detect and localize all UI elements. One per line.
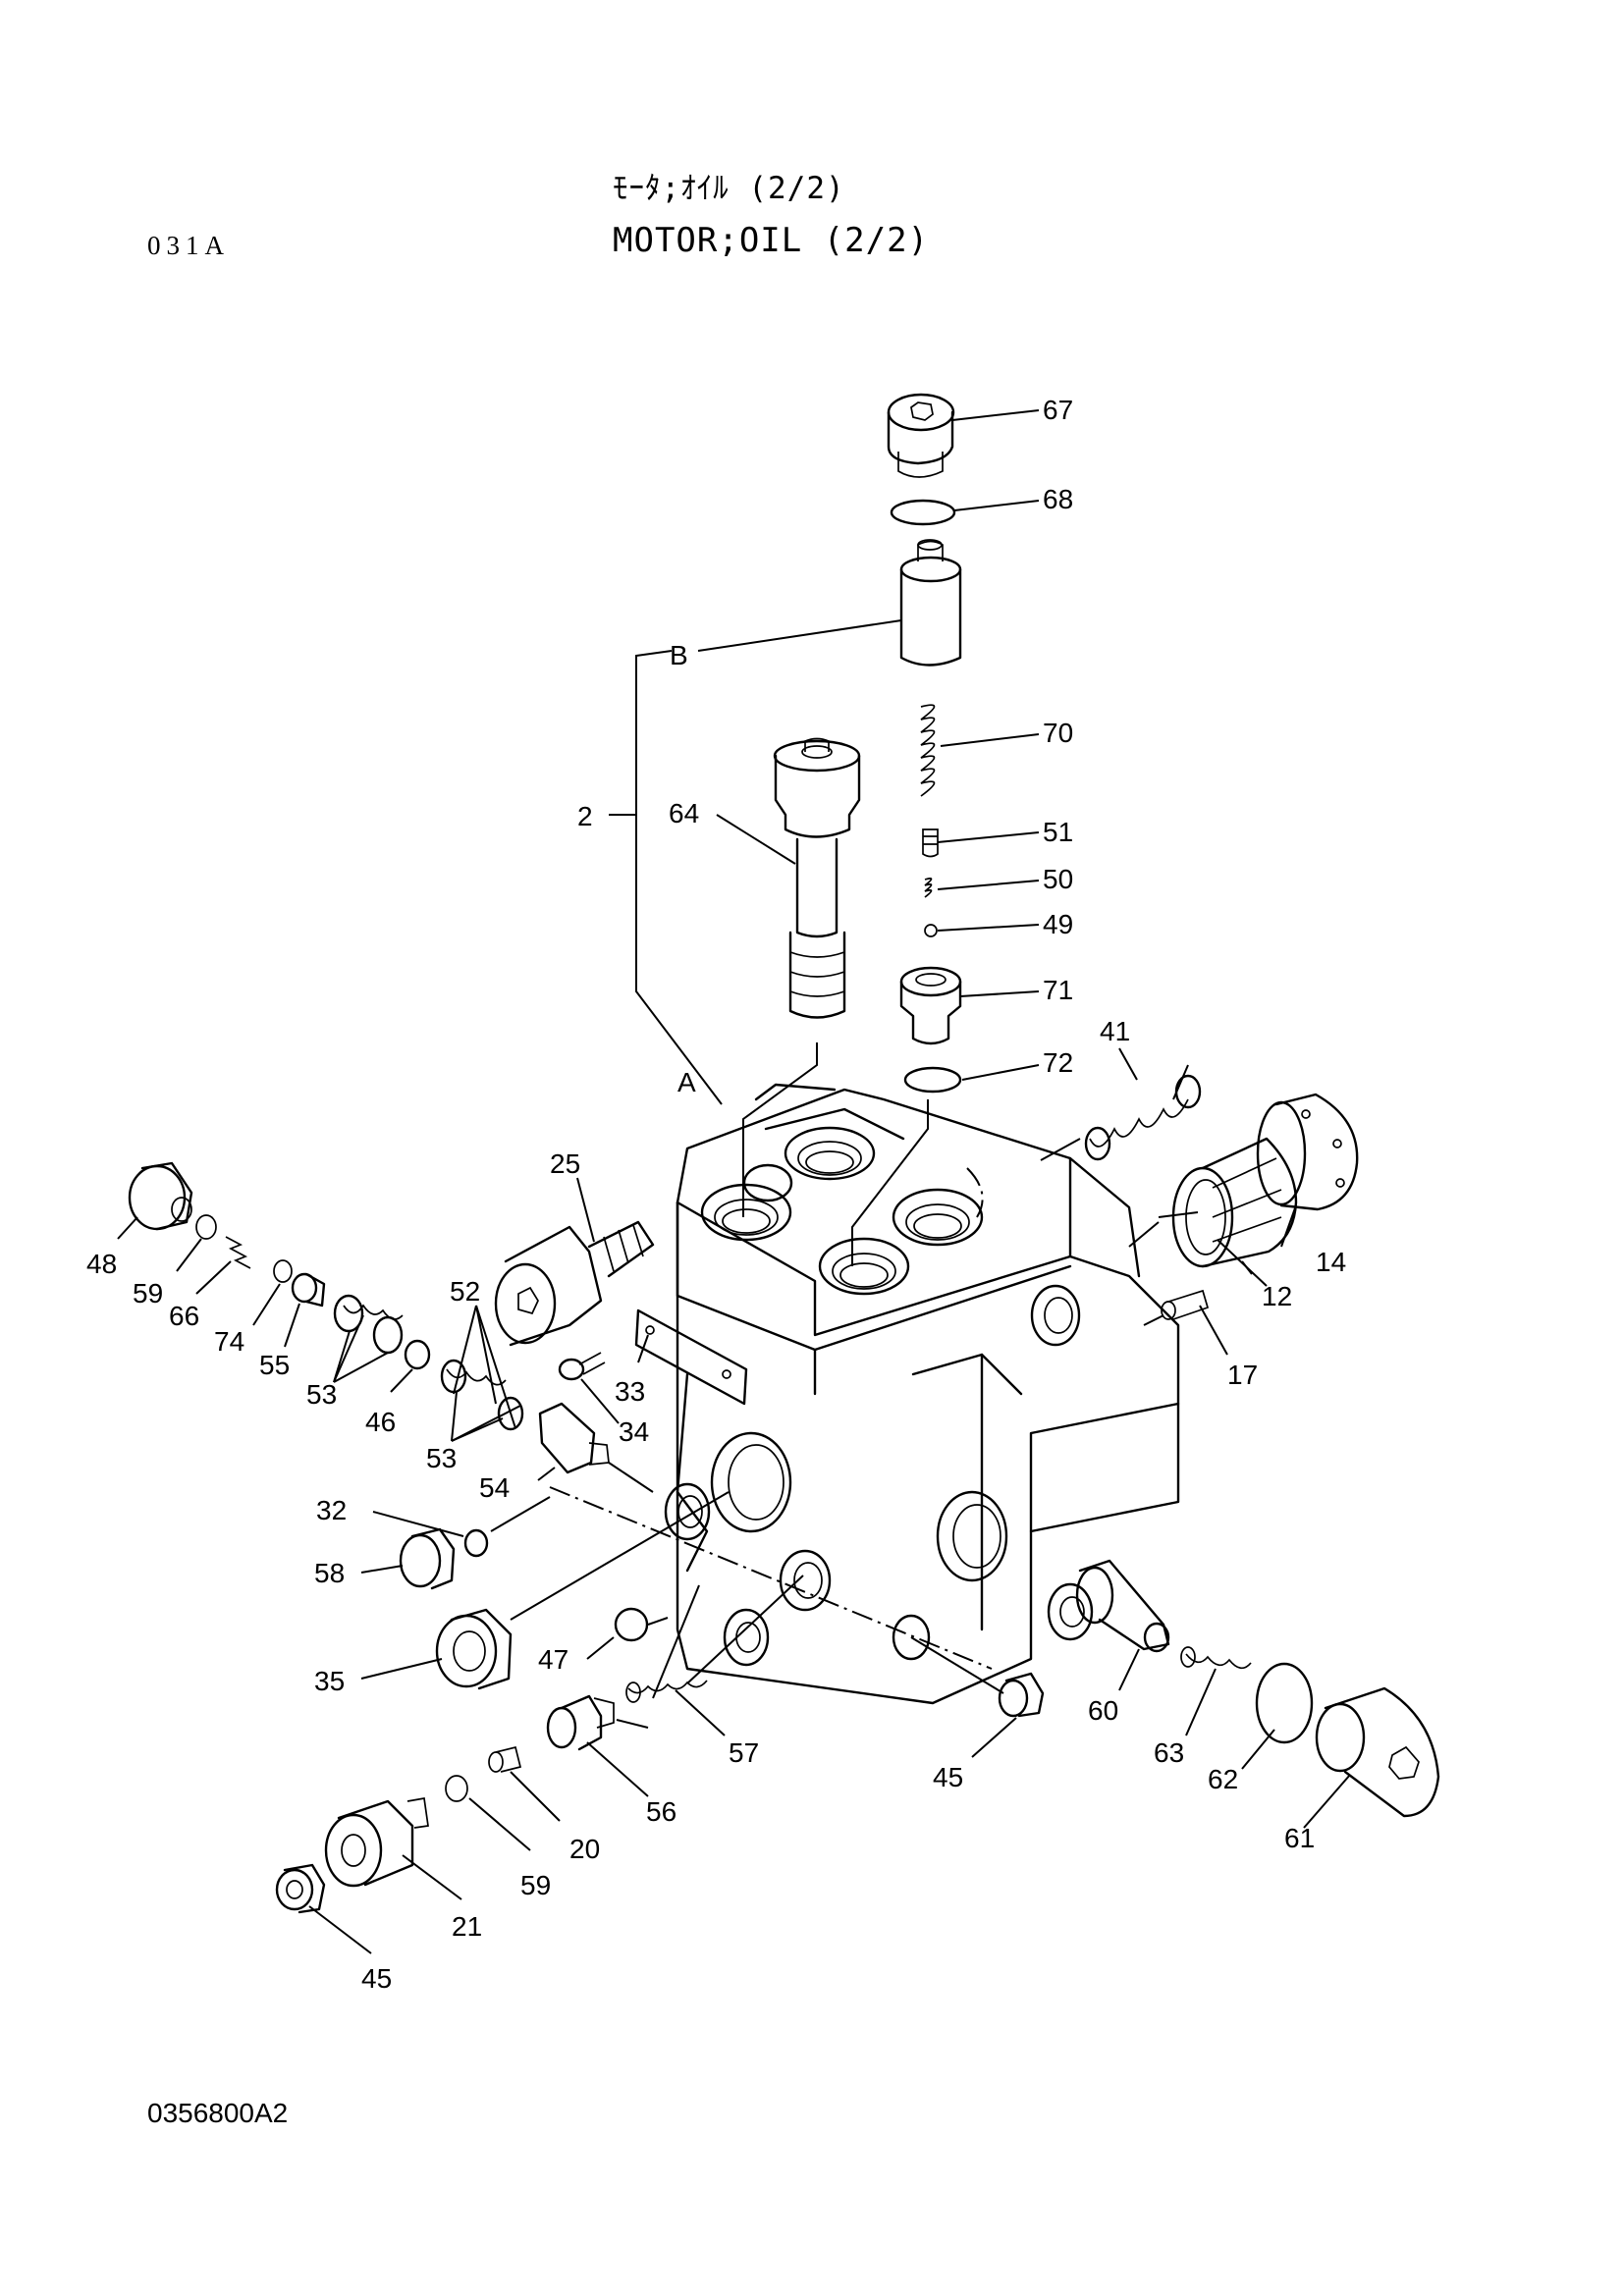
callout-53b: 53 — [426, 1443, 457, 1473]
plug-71 — [899, 966, 962, 1045]
spool-64 — [773, 737, 861, 1019]
leader-lines — [117, 409, 1351, 1954]
callout-54: 54 — [479, 1472, 510, 1503]
callout-14: 14 — [1316, 1247, 1346, 1277]
spring-66 — [225, 1236, 251, 1269]
ball-46 — [404, 1339, 431, 1370]
poppet-55 — [291, 1272, 326, 1308]
title-japanese: ﾓｰﾀ;ｵｲﾙ (2/2) — [613, 171, 845, 206]
ring-74 — [273, 1259, 293, 1283]
plug-58 — [399, 1527, 456, 1590]
callout-47: 47 — [538, 1644, 568, 1675]
spring-70 — [920, 704, 936, 797]
valve-body — [634, 1083, 1180, 1705]
drawing-number: 0356800A2 — [147, 2098, 289, 2128]
callout-53a: 53 — [306, 1379, 337, 1410]
callout-41: 41 — [1100, 1016, 1130, 1046]
callout-70: 70 — [1043, 718, 1073, 748]
callout-71: 71 — [1043, 975, 1073, 1005]
callout-12: 12 — [1262, 1281, 1292, 1311]
callout-50: 50 — [1043, 864, 1073, 894]
callout-57: 57 — [729, 1737, 759, 1768]
o-ring-59a — [195, 1214, 217, 1240]
spring-63 — [1180, 1646, 1252, 1670]
plug-67 — [887, 393, 955, 478]
callout-labels: 67 68 B 70 2 64 51 50 49 71 41 72 A 25 4… — [86, 395, 1346, 1994]
fitting-56 — [546, 1694, 615, 1751]
callout-45a: 45 — [361, 1963, 392, 1994]
callout-74: 74 — [214, 1326, 244, 1357]
ring-14 — [1256, 1093, 1359, 1211]
callout-59b: 59 — [520, 1870, 551, 1900]
o-ring-72 — [903, 1066, 962, 1094]
callout-A: A — [677, 1067, 696, 1097]
callout-17: 17 — [1227, 1360, 1258, 1390]
plunger-54 — [538, 1402, 610, 1474]
spring-41 — [1084, 1074, 1202, 1161]
callout-35: 35 — [314, 1666, 345, 1696]
callout-67: 67 — [1043, 395, 1073, 425]
shaft-60 — [1075, 1559, 1170, 1653]
callout-58: 58 — [314, 1558, 345, 1588]
ball-47 — [614, 1607, 649, 1642]
callout-2: 2 — [577, 801, 593, 831]
title-english: MOTOR;OIL (2/2) — [613, 221, 930, 260]
callout-55: 55 — [259, 1350, 290, 1380]
callout-56: 56 — [646, 1796, 676, 1827]
plug-21 — [324, 1797, 429, 1888]
callout-33: 33 — [615, 1376, 645, 1407]
o-ring-59b — [445, 1775, 468, 1802]
page-code: 031A — [147, 231, 230, 260]
callout-59a: 59 — [133, 1278, 163, 1308]
callout-63: 63 — [1154, 1737, 1184, 1768]
callout-34: 34 — [619, 1416, 649, 1447]
pin-17 — [1161, 1289, 1210, 1320]
callout-68: 68 — [1043, 484, 1073, 514]
pin-20 — [488, 1745, 522, 1773]
spring-50 — [924, 878, 933, 898]
o-ring-68 — [890, 499, 956, 526]
callout-32: 32 — [316, 1495, 347, 1525]
callout-64: 64 — [669, 798, 699, 828]
piston-69 — [899, 539, 962, 667]
o-ring-32 — [463, 1528, 489, 1558]
callout-46: 46 — [365, 1407, 396, 1437]
callout-52: 52 — [450, 1276, 480, 1307]
plug-25 — [494, 1220, 655, 1347]
callout-25: 25 — [550, 1148, 580, 1179]
callout-62: 62 — [1208, 1764, 1238, 1794]
callout-B: B — [670, 640, 688, 670]
callout-45b: 45 — [933, 1762, 963, 1792]
plug-45b — [998, 1672, 1045, 1718]
screw-34 — [558, 1352, 606, 1381]
callout-48: 48 — [86, 1249, 117, 1279]
callout-66: 66 — [169, 1301, 199, 1331]
ball-49 — [924, 924, 938, 937]
callout-49: 49 — [1043, 909, 1073, 939]
plug-35 — [435, 1608, 513, 1690]
spring-57 — [625, 1680, 708, 1703]
o-ring-62 — [1255, 1662, 1314, 1744]
plug-61 — [1315, 1686, 1440, 1818]
plug-48 — [128, 1161, 193, 1231]
callout-60: 60 — [1088, 1695, 1118, 1726]
callout-20: 20 — [569, 1834, 600, 1864]
callout-72: 72 — [1043, 1047, 1073, 1078]
callout-21: 21 — [452, 1911, 482, 1942]
plug-45a — [275, 1863, 326, 1914]
poppet-51 — [922, 828, 939, 858]
callout-51: 51 — [1043, 817, 1073, 847]
callout-61: 61 — [1284, 1823, 1315, 1853]
bearing-12 — [1171, 1137, 1298, 1268]
